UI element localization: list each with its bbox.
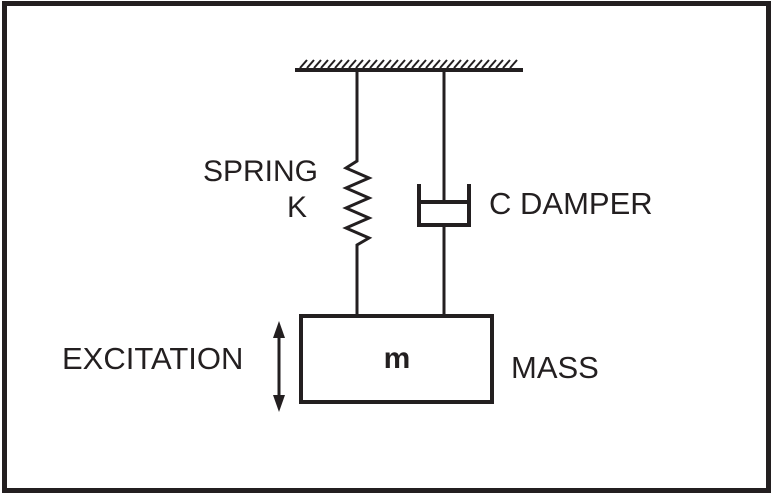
mass-label: MASS — [511, 350, 599, 385]
ceiling-hatching-icon — [299, 59, 518, 69]
excitation-label: EXCITATION — [62, 341, 244, 376]
spring-coil-icon — [342, 70, 373, 316]
damper-cylinder-icon — [417, 184, 471, 227]
mass-box — [299, 314, 494, 404]
mass-symbol: m — [383, 342, 411, 375]
damper-label: C DAMPER — [489, 186, 653, 221]
spring-label: SPRING — [202, 155, 318, 188]
spring-constant-label: K — [286, 191, 307, 224]
arrow-down-icon — [273, 395, 285, 412]
arrow-up-icon — [273, 321, 285, 338]
